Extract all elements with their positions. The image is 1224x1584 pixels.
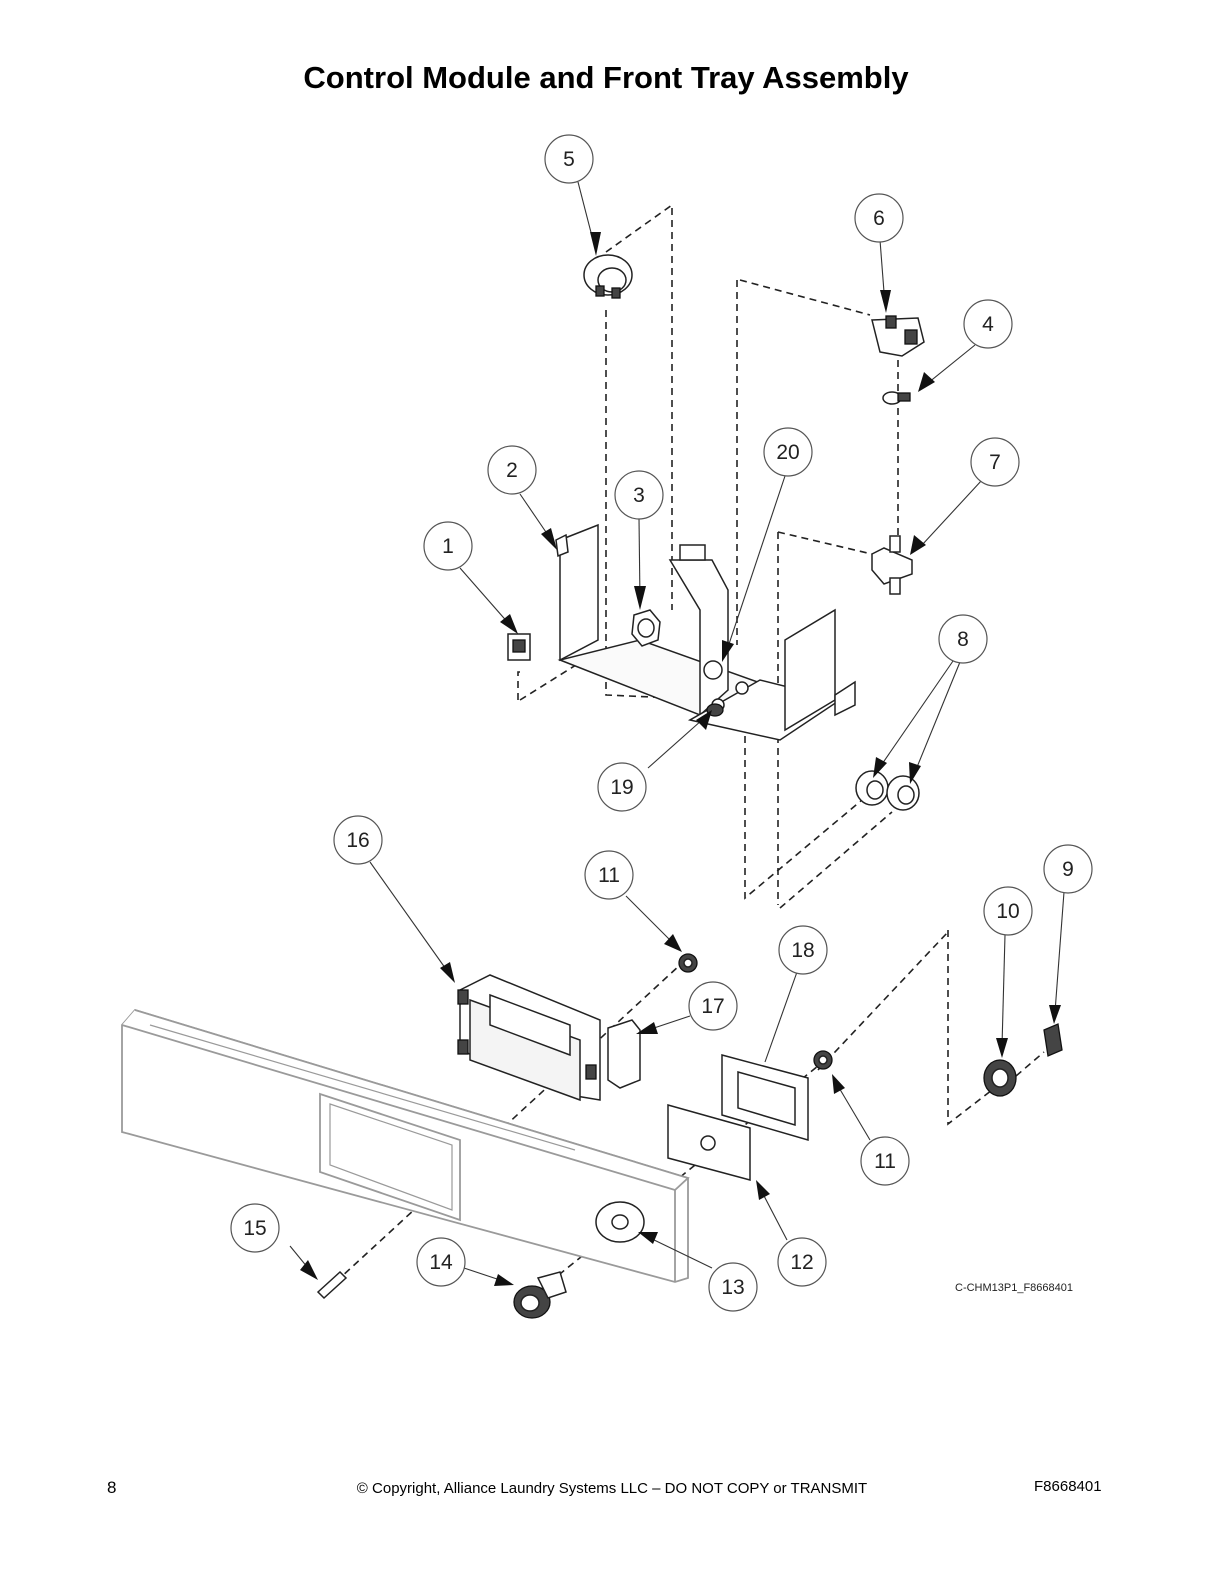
callout-16: 16 bbox=[333, 815, 383, 865]
bracket-hook bbox=[555, 533, 569, 558]
svg-text:3: 3 bbox=[633, 484, 645, 507]
pin bbox=[316, 1270, 348, 1300]
callout-11-upper: 11 bbox=[584, 850, 634, 900]
callout-3: 3 bbox=[614, 470, 664, 520]
callout-19: 19 bbox=[597, 762, 647, 812]
copyright-notice: © Copyright, Alliance Laundry Systems LL… bbox=[356, 1480, 868, 1497]
callout-12: 12 bbox=[777, 1237, 827, 1287]
svg-text:4: 4 bbox=[982, 313, 994, 336]
svg-text:18: 18 bbox=[791, 939, 814, 962]
callout-10: 10 bbox=[983, 886, 1033, 936]
rotary-switch bbox=[983, 1059, 1017, 1097]
buttons-pair bbox=[855, 770, 920, 811]
callout-14: 14 bbox=[416, 1237, 466, 1287]
callout-2: 2 bbox=[487, 445, 537, 495]
svg-text:12: 12 bbox=[790, 1251, 813, 1274]
knob bbox=[513, 1271, 567, 1319]
svg-text:16: 16 bbox=[346, 829, 369, 852]
svg-text:17: 17 bbox=[701, 995, 724, 1018]
svg-text:5: 5 bbox=[563, 148, 575, 171]
svg-text:11: 11 bbox=[874, 1150, 896, 1173]
assembly-lines bbox=[326, 203, 1045, 1291]
front-console-panel bbox=[121, 1008, 690, 1283]
svg-text:19: 19 bbox=[610, 776, 633, 799]
callout-17: 17 bbox=[688, 981, 738, 1031]
callout-7: 7 bbox=[970, 437, 1020, 487]
svg-text:11: 11 bbox=[598, 864, 620, 887]
drawing-code: C-CHM13P1_F8668401 bbox=[955, 1282, 1074, 1294]
page-title: Control Module and Front Tray Assembly bbox=[303, 60, 909, 95]
callouts: 5 6 4 20 7 2 3 1 bbox=[230, 134, 1093, 1312]
gasket-plate bbox=[721, 1054, 809, 1141]
leader-lines bbox=[289, 181, 1065, 1286]
tee-fitting bbox=[871, 535, 913, 595]
control-bracket bbox=[557, 523, 856, 741]
callout-11-lower: 11 bbox=[860, 1136, 910, 1186]
svg-text:9: 9 bbox=[1062, 858, 1074, 881]
svg-text:20: 20 bbox=[776, 441, 799, 464]
svg-text:15: 15 bbox=[243, 1217, 266, 1240]
hose-clamp bbox=[882, 391, 911, 405]
svg-text:7: 7 bbox=[989, 451, 1001, 474]
nut-lower bbox=[813, 1050, 833, 1070]
callout-1: 1 bbox=[423, 521, 473, 571]
callout-9: 9 bbox=[1043, 844, 1093, 894]
callout-8: 8 bbox=[938, 614, 988, 664]
callout-15: 15 bbox=[230, 1203, 280, 1253]
page-number: 8 bbox=[107, 1478, 117, 1497]
svg-text:10: 10 bbox=[996, 900, 1019, 923]
svg-text:13: 13 bbox=[721, 1276, 744, 1299]
svg-text:2: 2 bbox=[506, 459, 518, 482]
clip bbox=[507, 633, 531, 661]
svg-text:8: 8 bbox=[957, 628, 969, 651]
callout-20: 20 bbox=[763, 427, 813, 477]
mounting-plate bbox=[667, 1104, 751, 1181]
pressure-switch bbox=[583, 254, 633, 299]
module-bracket bbox=[607, 1019, 641, 1089]
water-valve bbox=[871, 315, 925, 357]
nut-upper bbox=[678, 953, 698, 973]
callout-5: 5 bbox=[544, 134, 594, 184]
callout-13: 13 bbox=[708, 1262, 758, 1312]
callout-6: 6 bbox=[854, 193, 904, 243]
parts bbox=[316, 254, 1063, 1319]
document-number: F8668401 bbox=[1034, 1478, 1102, 1495]
svg-text:14: 14 bbox=[429, 1251, 453, 1274]
callout-18: 18 bbox=[778, 925, 828, 975]
svg-text:1: 1 bbox=[442, 535, 454, 558]
svg-text:6: 6 bbox=[873, 207, 885, 230]
washer bbox=[595, 1201, 645, 1243]
connector bbox=[1043, 1023, 1063, 1057]
control-module bbox=[457, 974, 601, 1102]
grommet bbox=[631, 609, 661, 647]
callout-4: 4 bbox=[963, 299, 1013, 349]
